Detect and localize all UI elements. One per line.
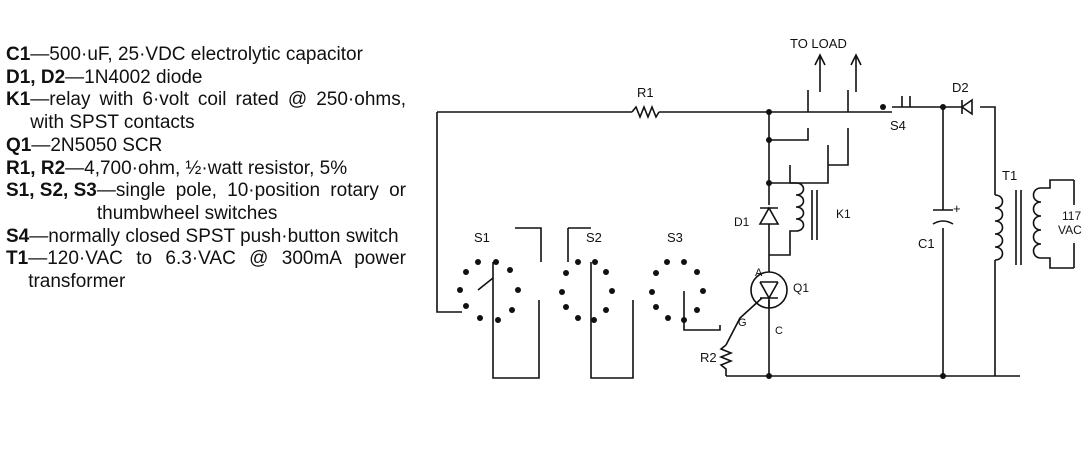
q1-label: Q1 (793, 281, 809, 295)
anode-label: A (755, 267, 763, 279)
part-id: R1, R2 (6, 157, 66, 179)
k1-coil (769, 182, 805, 256)
s2-switch (567, 227, 634, 379)
part-s1-s2-s3: S1, S2, S3—single pole, 10·position rota… (6, 180, 406, 225)
c1-label: C1 (918, 236, 935, 251)
s2-label: S2 (586, 230, 602, 245)
wire-left-rail (436, 112, 462, 313)
r2-label: R2 (700, 350, 717, 365)
s1-label: S1 (474, 230, 490, 245)
vac-value-label: 117 (1062, 209, 1081, 223)
c1-plus-label: + (953, 201, 961, 216)
part-id: S1, S2, S3 (6, 180, 97, 202)
part-desc: —normally closed SPST push·button switch (29, 225, 399, 247)
r1-label: R1 (637, 85, 654, 100)
junction-dot (940, 373, 946, 379)
t1-secondary (1032, 179, 1074, 269)
junction-dot (940, 104, 946, 110)
part-id: S4 (6, 225, 30, 247)
parts-list: C1—500·uF, 25·VDC electrolytic capacitor… (6, 44, 406, 294)
part-id: C1 (6, 44, 31, 65)
part-desc: —500·uF, 25·VDC electrolytic capacitor (30, 44, 363, 65)
d2-label: D2 (952, 80, 969, 95)
junction-dot (766, 373, 772, 379)
part-desc: —single pole, 10·position rotary or thum… (96, 180, 406, 224)
vac-unit-label: VAC (1058, 223, 1082, 237)
part-q1: Q1—2N5050 SCR (6, 135, 406, 158)
part-s4: S4—normally closed SPST push·button swit… (6, 226, 406, 249)
part-id: D1, D2 (6, 66, 66, 88)
t1-label: T1 (1002, 168, 1017, 183)
junction-dot (766, 109, 772, 115)
s3-label: S3 (667, 230, 683, 245)
junction-dot (880, 104, 886, 110)
part-desc: —2N5050 SCR (31, 134, 163, 156)
part-desc: —1N4002 diode (65, 66, 203, 88)
t1-primary (994, 194, 1004, 261)
switch-interconnect (515, 227, 542, 262)
q1-symbol (725, 258, 779, 346)
k1-core (811, 190, 818, 240)
c1-capacitor (932, 209, 954, 225)
junction-dot (766, 137, 772, 143)
t1-core (1015, 190, 1022, 265)
part-desc: —relay with 6·volt coil rated @ 250·ohms… (30, 89, 406, 134)
to-load-arrows (814, 53, 862, 92)
s3-switch (683, 291, 721, 331)
resistor-r1 (631, 104, 660, 120)
cathode-label: C (775, 325, 783, 337)
d1-label: D1 (734, 215, 750, 229)
k1-label: K1 (836, 207, 851, 221)
part-desc: —120·VAC to 6.3·VAC @ 300mA power transf… (28, 248, 406, 293)
s4-label: S4 (890, 118, 906, 133)
switch-contacts (457, 259, 706, 323)
d2-diode (960, 98, 973, 116)
part-d1-d2: D1, D2—1N4002 diode (6, 67, 406, 90)
part-k1: K1—relay with 6·volt coil rated @ 250·oh… (6, 89, 406, 134)
part-t1: T1—120·VAC to 6.3·VAC @ 300mA power tran… (6, 248, 406, 293)
part-id: Q1 (6, 134, 32, 156)
gate-label: G (738, 317, 747, 329)
part-id: K1 (6, 89, 31, 111)
d1-diode (758, 206, 780, 258)
relay-contact-wiring (769, 90, 849, 184)
to-load-label: TO LOAD (790, 36, 847, 51)
part-id: T1 (6, 248, 29, 270)
s1-switch (477, 262, 540, 379)
r2-resistor (718, 344, 734, 376)
s4-switch (892, 96, 918, 108)
part-c1: C1—500·uF, 25·VDC electrolytic capacitor (6, 44, 406, 67)
junction-dot (766, 180, 772, 186)
part-r1-r2: R1, R2—4,700·ohm, ½·watt resistor, 5% (6, 158, 406, 181)
part-desc: —4,700·ohm, ½·watt resistor, 5% (65, 157, 348, 179)
wire-transformer-left (980, 106, 996, 376)
